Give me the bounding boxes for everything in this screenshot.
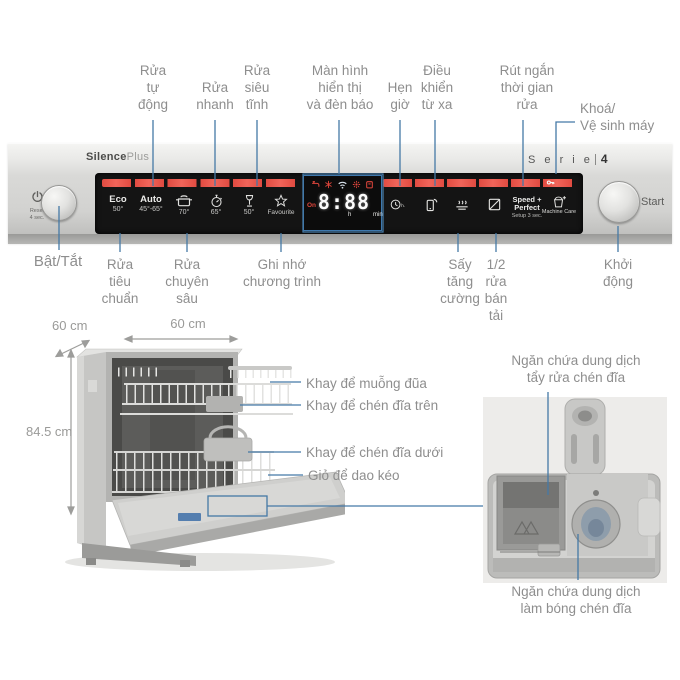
remote-phone-icon (426, 198, 437, 212)
callout-memory: Ghi nhớ chương trình (243, 257, 321, 289)
option-speed-perfect-button[interactable]: Speed + Perfect Setup 3 sec. (500, 195, 554, 220)
label-detergent-compartment: Ngăn chứa dung dịch tẩy rửa chén đĩa (511, 353, 641, 385)
lock-key-icon (546, 174, 555, 192)
half-load-icon (488, 198, 500, 211)
serie-number: 4 (600, 152, 608, 166)
program-glass-temp: 50° (243, 209, 255, 216)
brand-light: Plus (126, 151, 150, 163)
callout-extra-dry: Sấy tăng cường (440, 257, 480, 306)
part-lower-rack: Khay để chén đĩa dưới (306, 445, 444, 460)
callout-intensive-wash: Rửa chuyên sâu (165, 257, 209, 306)
door-dispenser-highlight-box (207, 495, 268, 517)
tab-dose-icon (366, 181, 373, 189)
speed-perfect-label: Speed + Perfect (512, 195, 542, 212)
pot-icon (176, 195, 192, 207)
callout-display: Màn hình hiển thị và đèn báo (306, 63, 374, 112)
start-button-label: Start (641, 196, 665, 208)
callout-lock-clean: Khoá/ Vệ sinh máy (580, 101, 655, 133)
program-quick-button[interactable]: 65° (198, 194, 234, 217)
stopwatch-icon (210, 194, 222, 208)
svg-text:h.: h. (401, 203, 405, 208)
part-cutlery-tray: Khay để muỗng đũa (306, 376, 427, 391)
extra-dry-icon (456, 200, 468, 210)
serie-text: S e r i e (528, 154, 593, 166)
option-extra-dry-button[interactable] (444, 197, 480, 212)
program-quick-temp: 65° (210, 209, 222, 216)
callout-timer: Hẹn giờ (387, 80, 413, 112)
label-rinse-aid-compartment: Ngăn chứa dung dịch làm bóng chén đĩa (511, 584, 641, 616)
program-eco-label: Eco (109, 194, 127, 205)
callout-standard-wash: Rửa tiêu chuẩn (101, 257, 139, 306)
option-half-load-button[interactable] (476, 197, 512, 212)
control-strip: Eco 50° Auto 45°-65° 70° 65° (95, 173, 583, 234)
display-screen: On 8:88 h min (303, 175, 383, 231)
brand-bold: Silence (86, 151, 127, 163)
delay-clock-icon: h. (390, 199, 405, 210)
program-intensive-button[interactable]: 70° (166, 194, 202, 217)
program-intensive-temp: 70° (178, 209, 190, 216)
program-favourite-label: Favourite (267, 209, 295, 216)
option-remote-button[interactable] (412, 197, 448, 212)
dim-width: 60 cm (170, 316, 206, 331)
display-time: 8:88 (317, 190, 371, 214)
depth-arrow (58, 341, 87, 356)
callout-half-load: 1/2 rửa bán tải (484, 257, 508, 323)
dim-height: 84.5 cm (26, 424, 73, 439)
machine-care-label: Machine Care (541, 209, 577, 215)
callout-auto-wash: Rửa tự động (137, 63, 169, 112)
part-upper-rack: Khay để chén đĩa trên (306, 398, 439, 413)
program-eco-temp: 50° (112, 206, 124, 213)
control-panel: SilencePlus S e r i e 4 Reset 4 sec. (8, 143, 672, 244)
speed-perfect-sub: Setup 3 sec. (511, 213, 543, 219)
leader-lock (555, 121, 575, 174)
indicator-bars-left (102, 179, 299, 187)
panel-handle-groove (8, 234, 672, 244)
brand-silenceplus: SilencePlus (86, 151, 149, 163)
callout-shorten-time: Rút ngắn thời gian rửa (499, 63, 555, 112)
display-status-icons (304, 180, 381, 189)
wifi-icon (338, 181, 347, 189)
display-highlight-box (302, 173, 384, 233)
callout-on-off: Bật/Tắt (33, 253, 83, 270)
start-button[interactable] (598, 181, 640, 223)
indicator-bars-right (383, 179, 575, 187)
dishwasher-image (65, 348, 345, 571)
program-auto-label: Auto (140, 194, 162, 205)
program-eco-button[interactable]: Eco 50° (100, 194, 136, 214)
program-favourite-button[interactable]: Favourite (263, 194, 299, 217)
display-on-indicator: On (307, 202, 317, 209)
option-timer-button[interactable]: h. (380, 197, 416, 212)
display-minute-unit: min (373, 212, 383, 218)
callout-quick-wash: Rửa nhanh (196, 80, 234, 112)
power-icon: Reset 4 sec. (20, 190, 54, 221)
glass-icon (245, 195, 253, 207)
water-tap-icon (312, 181, 320, 187)
detergent-dispenser-image (483, 397, 667, 583)
program-glass-button[interactable]: 50° (231, 194, 267, 217)
callout-remote: Điều khiển từ xa (420, 63, 454, 112)
serie-badge: S e r i e 4 (528, 152, 608, 166)
option-machine-care-button[interactable]: Machine Care (536, 195, 582, 215)
salt-snowflake-icon (325, 180, 332, 189)
rinse-aid-icon (352, 180, 361, 189)
dim-depth: 60 cm (52, 318, 88, 333)
machine-care-icon (553, 196, 566, 208)
serie-divider (594, 154, 596, 165)
program-auto-temp: 45°-65° (139, 206, 163, 213)
star-icon (274, 194, 288, 207)
callout-silent-wash: Rửa siêu tĩnh (243, 63, 271, 112)
power-reset-note: Reset 4 sec. (29, 208, 45, 221)
display-hour-unit: h (348, 212, 352, 218)
program-auto-button[interactable]: Auto 45°-65° (133, 194, 169, 214)
callout-start: Khởi động (602, 257, 634, 289)
part-cutlery-basket: Giỏ để dao kéo (308, 468, 400, 483)
